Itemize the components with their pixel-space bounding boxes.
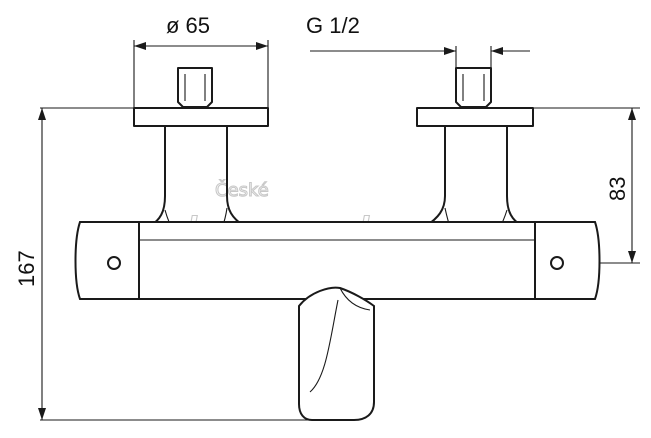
- height-partial-label: 83: [605, 177, 630, 201]
- dimension-diameter: ø 65: [133, 13, 269, 108]
- right-wall-connector: [416, 67, 534, 127]
- left-wall-connector: [133, 67, 269, 127]
- dimension-thread: G 1/2: [306, 13, 530, 68]
- watermark-line1: České: [215, 179, 269, 201]
- dimension-height-partial: 83: [533, 107, 640, 264]
- right-knob-dot: [550, 256, 564, 270]
- thread-label: G 1/2: [306, 13, 360, 38]
- height-total-label: 167: [14, 250, 39, 287]
- diameter-label: ø 65: [166, 13, 210, 38]
- right-arm: [425, 125, 523, 227]
- spout: [298, 286, 375, 421]
- left-knob-dot: [107, 256, 121, 270]
- dimension-height-total: 167: [14, 107, 310, 421]
- mixer-body: [74, 221, 601, 300]
